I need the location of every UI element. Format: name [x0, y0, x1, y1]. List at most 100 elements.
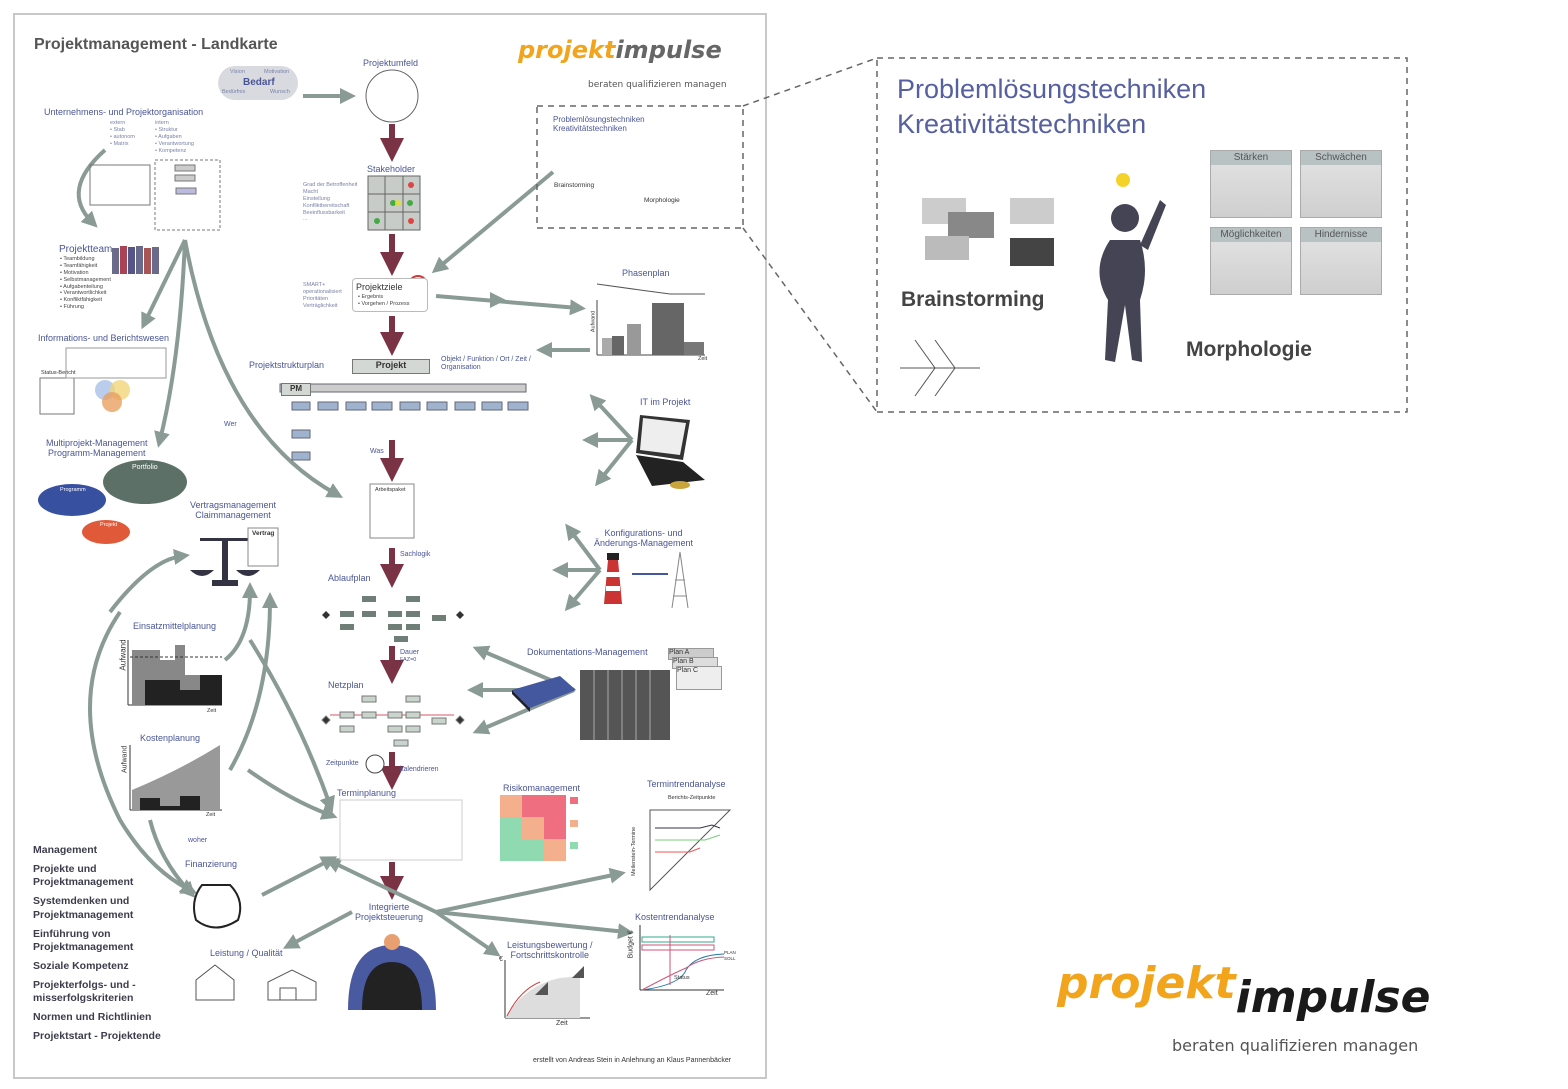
kostenplanung-title: Kostenplanung: [140, 733, 201, 743]
stakeholder-title: Stakeholder: [367, 164, 416, 174]
it-im-projekt-label: IT im Projekt: [640, 397, 691, 407]
lightbulb-icon: [1116, 173, 1130, 187]
kostentrend-status: Status: [674, 975, 690, 981]
finanzierung-title: Finanzierung: [185, 859, 238, 869]
informationswesen-title: Informations- und Berichtswesen: [38, 333, 170, 343]
swot-moeglichkeiten: Möglichkeiten: [1210, 227, 1292, 295]
kalendrieren-label: kalendrieren: [400, 766, 439, 773]
logo-small-tagline: beraten qualifizieren managen: [588, 80, 727, 90]
thinking-person-icon: [1099, 200, 1166, 362]
control-dome-icon: [348, 934, 436, 1010]
ablaufplan-graph: [322, 596, 464, 642]
organisation-title: Unternehmens- und Projektorganisation: [44, 107, 204, 117]
kostentrend-ylabel: Budget €: [627, 930, 635, 959]
terminplanung-title: Terminplanung: [337, 788, 397, 798]
projektumfeld-diagram: [365, 69, 419, 123]
terminplanung-gantt: [339, 799, 463, 861]
phasenplan-title: Phasenplan: [622, 268, 670, 278]
arbeitspaket-label: Arbeitspaket: [375, 487, 406, 493]
netzplan-graph: [321, 695, 465, 747]
report-venn: [39, 347, 167, 415]
kostentrend-plan: PLAN: [724, 950, 736, 955]
projektteam-list: TeambildungTeamfähigkeitMotivationSelbst…: [60, 256, 111, 311]
kostentrend-soll: SOLL: [724, 956, 736, 961]
termintrend-chart: [649, 809, 732, 892]
kostenplanung-xlabel: Zeit: [206, 812, 216, 818]
sachlogik-label: Sachlogik: [400, 551, 431, 558]
kostentrend-xlabel: Zeit: [706, 990, 718, 997]
kostentrend-chart: [639, 925, 725, 991]
einsatzmittel-ylabel: Aufwand: [118, 639, 128, 671]
topic-list: Management Projekte und Projektmanagemen…: [33, 844, 161, 1043]
logo-large-tagline: beraten qualifizieren managen: [1172, 1036, 1419, 1055]
portfolio-ellipses: [38, 460, 187, 544]
swot-hindernisse: Hindernisse: [1300, 227, 1382, 295]
projektziele-box: Projektziele ErgebnisVorgehen / Prozess: [352, 278, 428, 312]
termintrend-title: Termintrendanalyse: [647, 779, 726, 789]
arbeitspaket-document: [369, 483, 415, 539]
psp-tree: [279, 383, 529, 461]
kostenplanung-chart: [129, 745, 222, 811]
termintrend-xlabel: Berichts-Zeitpunkte: [668, 795, 716, 801]
lighthouse-icon: [604, 553, 622, 604]
psp-root-projekt: Projekt: [352, 359, 430, 374]
org-chart: [89, 159, 221, 231]
leistungsbewertung-chart: [504, 960, 590, 1019]
phasenplan-ylabel: Aufwand: [590, 310, 597, 333]
risikomanagement-title: Risikomanagement: [503, 783, 581, 793]
leistungsbewertung-xlabel: Zeit: [556, 1020, 568, 1027]
detail-brainstorming-label: Brainstorming: [901, 288, 1045, 311]
swot-schwaechen: Schwächen: [1300, 150, 1382, 218]
was-label: Was: [370, 448, 384, 455]
vertrag-document: [247, 527, 279, 567]
kostenplanung-ylabel: Aufwand: [121, 745, 129, 773]
phasenplan-xlabel: Zeit: [698, 356, 708, 362]
risk-matrix: [500, 795, 578, 861]
zoom-connector-lines: [536, 57, 1408, 413]
fishbone-icon: [900, 339, 980, 397]
vertrag-label: Vertrag: [252, 530, 275, 537]
clock-icon: [365, 754, 385, 774]
money-bag-icon: [193, 884, 242, 929]
credit-line: erstellt von Andreas Stein in Anlehnung …: [533, 1057, 732, 1064]
scale-icon: [190, 538, 260, 586]
wer-label: Wer: [224, 421, 237, 428]
eiffel-tower-icon: [671, 551, 689, 609]
programm-label: Programm: [60, 487, 86, 493]
status-bericht-label: Status-Bericht: [41, 370, 76, 376]
projekt-label: Projekt: [100, 522, 118, 528]
binders-icon: [580, 670, 670, 740]
dokumentation-title: Dokumentations-Management: [527, 647, 648, 657]
logo-large: projektimpulse: [1057, 958, 1431, 1023]
termintrend-ylabel: Meilenstein-Termine: [631, 826, 638, 877]
brainstorming-cards: [922, 198, 1054, 266]
portfolio-label: Portfolio: [132, 464, 158, 471]
phasenplan-chart: [596, 283, 705, 356]
netzplan-title: Netzplan: [328, 680, 364, 690]
page-title: Projektmanagement - Landkarte: [34, 36, 278, 53]
org-extern: externStabautonomMatrix: [110, 120, 135, 148]
morphologie-small: Morphologie: [644, 197, 680, 204]
team-icon: [112, 246, 159, 274]
woher-label: woher: [188, 837, 208, 844]
einsatzmittel-chart: [127, 640, 222, 706]
swot-staerken: Stärken: [1210, 150, 1292, 218]
brainstorming-small: Brainstorming: [554, 182, 595, 189]
house-icons: [195, 964, 317, 1001]
laptop-icon: [636, 415, 705, 489]
leistungsbewertung-title: Leistungsbewertung /Fortschrittskontroll…: [507, 940, 593, 961]
psp-pm: PM: [281, 383, 311, 396]
leistungsbewertung-ylabel: €: [499, 956, 503, 963]
projektteam-title: Projektteam: [59, 244, 113, 255]
detail-morphologie-label: Morphologie: [1186, 338, 1312, 361]
logo-small: projektimpulse: [518, 36, 722, 64]
